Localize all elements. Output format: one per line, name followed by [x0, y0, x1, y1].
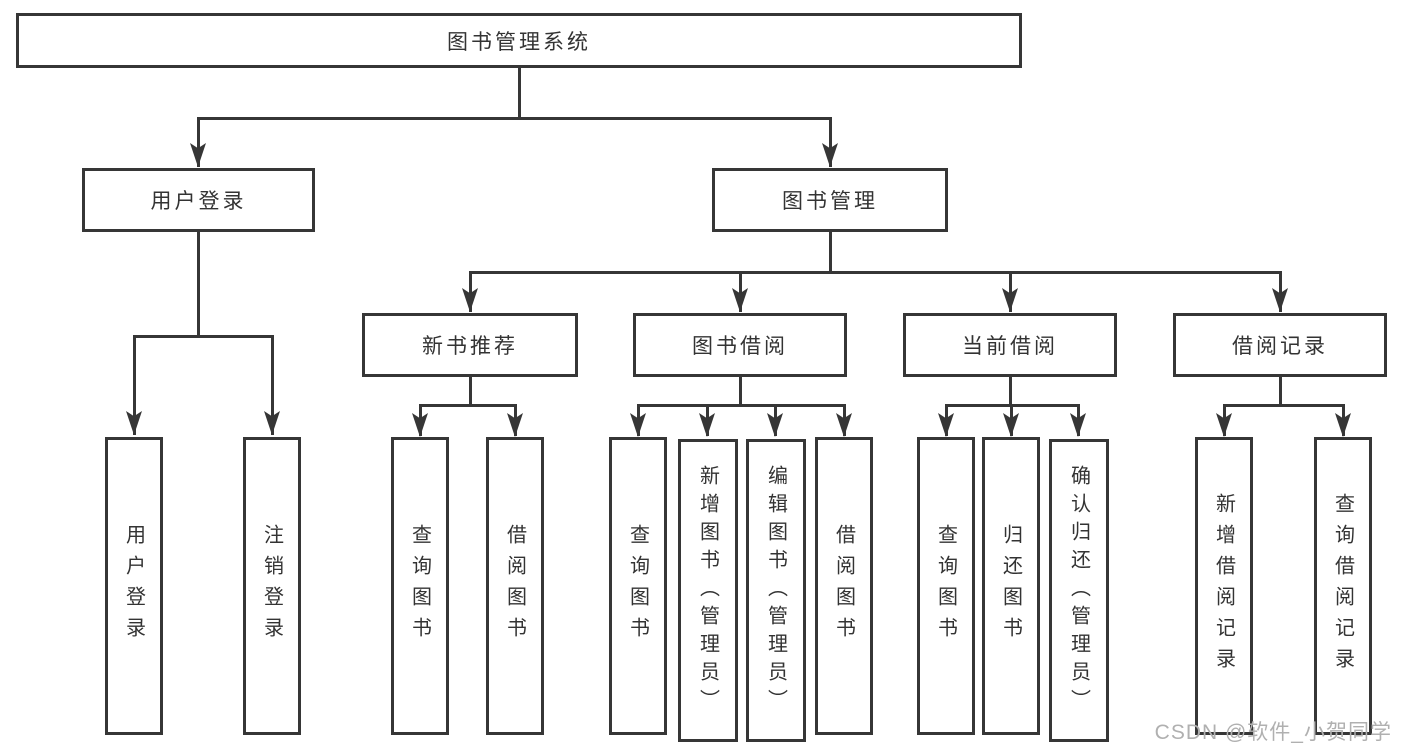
leaf-edit-book-admin: 编辑图书（管理员） [746, 439, 806, 742]
node-label: 当前借阅 [962, 335, 1058, 358]
node-label: 查询图书 [408, 524, 431, 648]
connector-line [518, 66, 521, 119]
node-library-system: 图书管理系统 [16, 13, 1022, 68]
connector-line [1279, 271, 1282, 312]
connector-line [739, 375, 742, 406]
leaf-query-borrow-record: 查询借阅记录 [1314, 437, 1372, 735]
leaf-user-login: 用户登录 [105, 437, 163, 735]
connector-line [419, 404, 517, 407]
connector-line [829, 117, 832, 167]
node-label: 查询图书 [626, 524, 649, 648]
node-label: 查询借阅记录 [1331, 493, 1354, 679]
connector-line [197, 230, 200, 337]
node-label: 新增借阅记录 [1212, 493, 1235, 679]
node-label: 用户登录 [122, 524, 145, 648]
node-label: 查询图书 [934, 524, 957, 648]
leaf-query-books: 查询图书 [391, 437, 449, 735]
connector-line [469, 375, 472, 406]
node-current-borrowing: 当前借阅 [903, 313, 1117, 377]
connector-line [1009, 375, 1012, 406]
node-borrow-records: 借阅记录 [1173, 313, 1387, 377]
node-label: 用户登录 [150, 190, 247, 213]
connector-line [1223, 404, 1345, 407]
node-book-borrowing: 图书借阅 [633, 313, 847, 377]
node-label: 编辑图书（管理员） [764, 464, 787, 717]
connector-line [133, 335, 274, 338]
leaf-confirm-return-admin: 确认归还（管理员） [1049, 439, 1109, 742]
node-user-login: 用户登录 [82, 168, 315, 232]
node-label: 借阅图书 [832, 524, 855, 648]
csdn-watermark: CSDN @软件_小贺同学 [1154, 721, 1392, 744]
connector-line [197, 117, 832, 120]
node-label: 新书推荐 [422, 335, 518, 358]
leaf-borrow-books: 借阅图书 [486, 437, 544, 735]
node-label: 归还图书 [999, 524, 1022, 648]
leaf-return-book: 归还图书 [982, 437, 1040, 735]
node-label: 借阅记录 [1232, 335, 1328, 358]
leaf-query-books-2: 查询图书 [609, 437, 667, 735]
connector-line [469, 271, 1282, 274]
connector-line [739, 271, 742, 312]
node-label: 确认归还（管理员） [1067, 464, 1090, 717]
node-new-book-recommend: 新书推荐 [362, 313, 578, 377]
connector-line [637, 404, 846, 407]
leaf-add-borrow-record: 新增借阅记录 [1195, 437, 1253, 735]
connector-line [271, 335, 274, 435]
connector-line [197, 117, 200, 167]
leaf-query-books-3: 查询图书 [917, 437, 975, 735]
leaf-logout: 注销登录 [243, 437, 301, 735]
node-label: 借阅图书 [503, 524, 526, 648]
node-label: 新增图书（管理员） [696, 464, 719, 717]
node-label: 图书管理系统 [447, 30, 591, 54]
connector-line [469, 271, 472, 312]
node-label: 图书借阅 [692, 335, 788, 358]
leaf-borrow-books-2: 借阅图书 [815, 437, 873, 735]
leaf-add-book-admin: 新增图书（管理员） [678, 439, 738, 742]
connector-line [133, 335, 136, 435]
connector-line [829, 230, 832, 274]
node-label: 图书管理 [782, 190, 878, 213]
connector-line [1009, 271, 1012, 312]
connector-line [1279, 375, 1282, 406]
node-label: 注销登录 [260, 524, 283, 648]
node-book-management: 图书管理 [712, 168, 948, 232]
